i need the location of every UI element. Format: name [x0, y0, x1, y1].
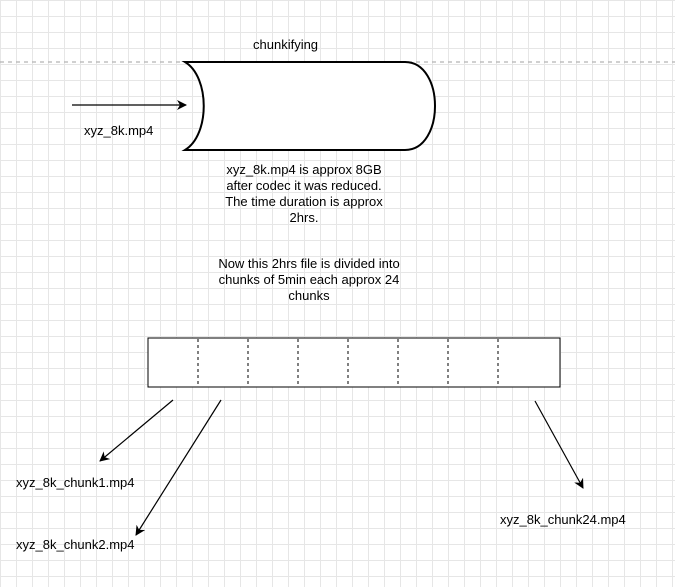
- storage-cylinder-shape[interactable]: [181, 61, 436, 151]
- chunk2-filename-label: xyz_8k_chunk2.mp4: [16, 537, 135, 552]
- file-description-text: xyz_8k.mp4 is approx 8GB after codec it …: [225, 162, 383, 225]
- input-file-label: xyz_8k.mp4: [84, 123, 154, 138]
- chunk-note-text: Now this 2hrs file is divided into chunk…: [218, 256, 400, 303]
- chunk24-filename-label: xyz_8k_chunk24.mp4: [500, 512, 626, 527]
- chunk1-filename-label: xyz_8k_chunk1.mp4: [16, 475, 135, 490]
- arrow-to-chunk24[interactable]: [534, 400, 584, 489]
- arrow-to-chunk2[interactable]: [135, 399, 222, 536]
- chunk-dividers: [197, 339, 499, 386]
- chunk-bar[interactable]: [147, 337, 561, 388]
- arrow-to-chunk1[interactable]: [99, 399, 174, 462]
- diagram-title: chunkifying: [253, 37, 319, 52]
